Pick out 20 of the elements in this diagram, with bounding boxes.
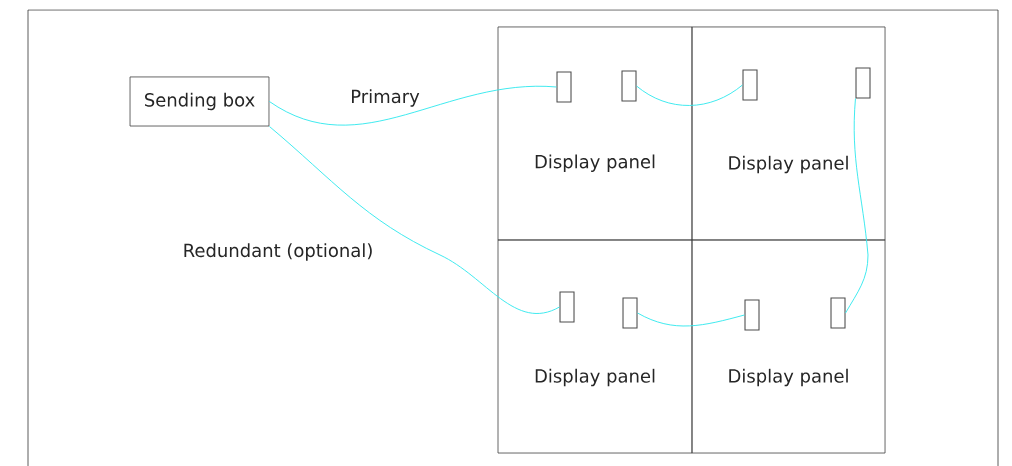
connector-port [556, 71, 572, 103]
connector-port [830, 297, 846, 329]
connector-port [855, 67, 871, 99]
connector-port [559, 291, 575, 323]
connector-port [622, 297, 638, 329]
display-panel: Display panel [691, 239, 886, 454]
cable [845, 98, 869, 314]
cable [268, 86, 557, 126]
connector-port [621, 70, 637, 102]
display-panel: Display panel [497, 26, 693, 241]
connector-port [742, 69, 758, 101]
sending-box: Sending box [129, 76, 270, 127]
cable [268, 125, 560, 314]
connector-port [744, 299, 760, 331]
edge-label: Primary [352, 89, 420, 107]
cable [637, 312, 745, 327]
display-panel: Display panel [691, 26, 886, 241]
cable [636, 84, 743, 106]
display-panel: Display panel [497, 239, 693, 454]
edge-label: Redundant (optional) [184, 243, 372, 261]
